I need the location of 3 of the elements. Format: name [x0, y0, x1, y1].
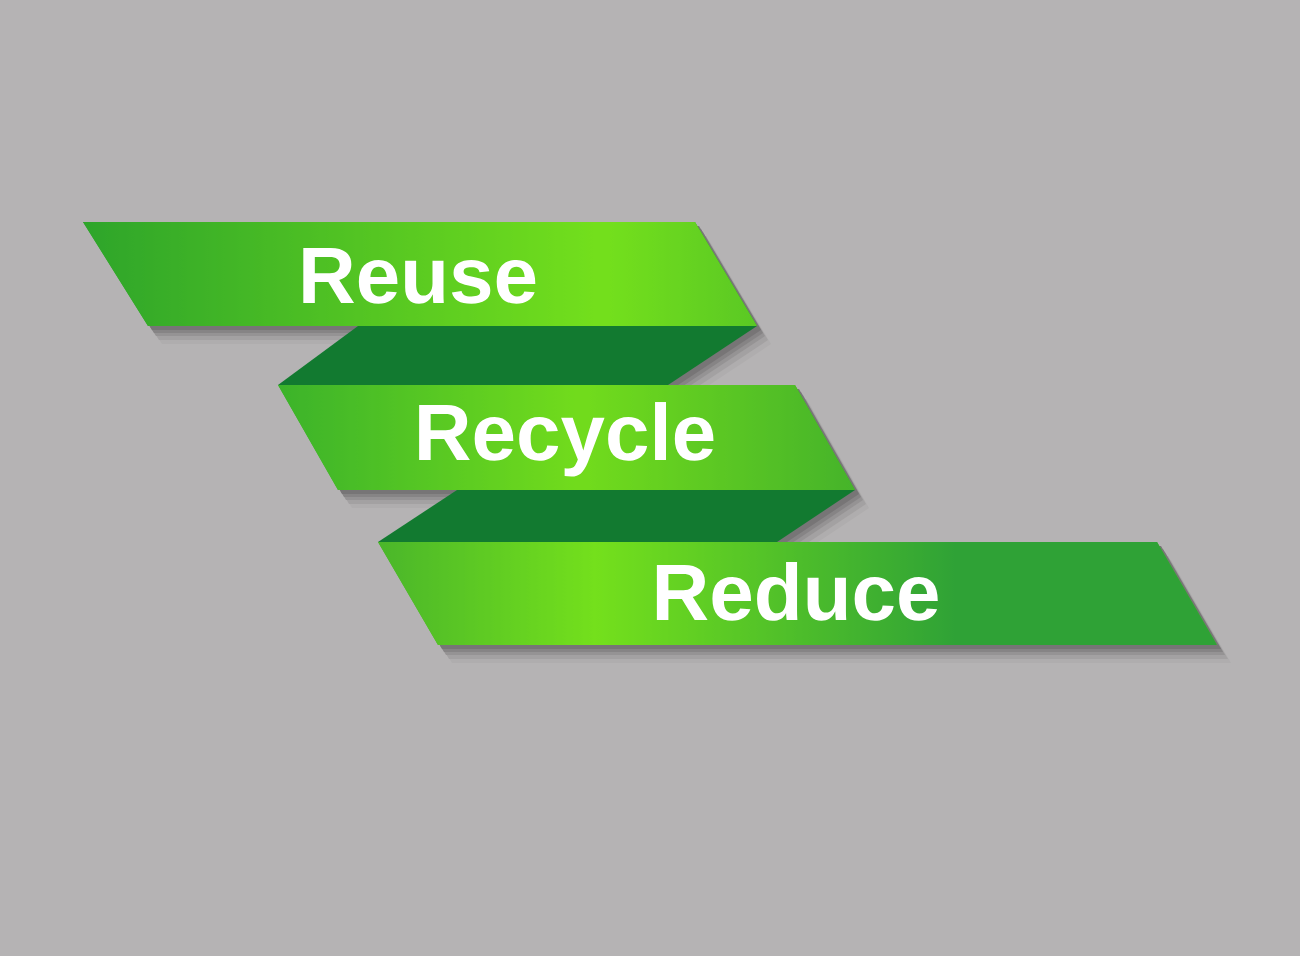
band-label: Recycle — [419, 402, 714, 477]
band-label: Reuse — [303, 248, 536, 304]
band-label: Reduce — [656, 562, 938, 621]
